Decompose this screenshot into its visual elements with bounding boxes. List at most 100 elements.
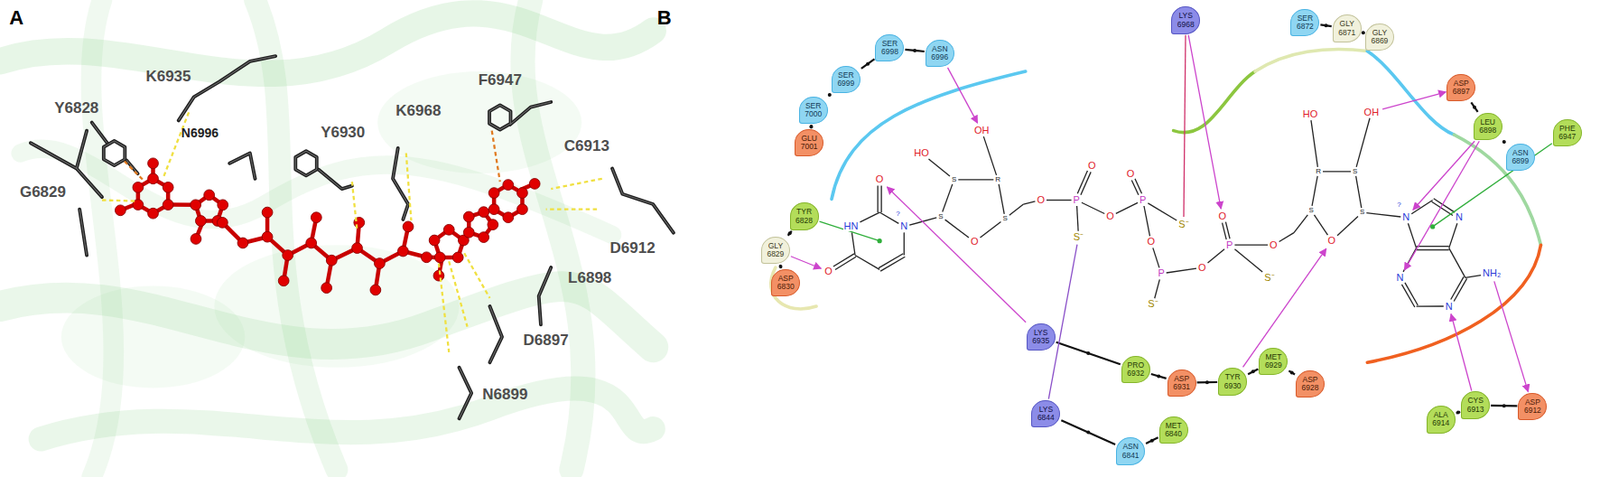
ligand-bond-2d <box>1154 279 1161 298</box>
ligand-bond-2d <box>1366 213 1401 217</box>
ligand-atom <box>402 221 414 233</box>
backbone-dot <box>1290 370 1294 374</box>
ligand-bond-2d <box>1407 223 1416 248</box>
interaction-dash <box>102 200 135 202</box>
atom-label: O <box>1105 211 1116 222</box>
atom-label: S⁻ <box>1146 298 1159 309</box>
stick-highlight <box>76 130 87 169</box>
residue-label: K6935 <box>145 68 191 84</box>
residue-name: ASP 6931 <box>1172 374 1192 391</box>
interaction-dash <box>163 111 189 177</box>
residue-stick <box>539 267 552 325</box>
backbone-link <box>1503 140 1506 143</box>
interaction-line <box>1404 140 1480 270</box>
residue-name: PHE 6947 <box>1557 124 1578 141</box>
atom-label: N <box>1401 212 1411 223</box>
stick-highlight <box>229 153 255 179</box>
residue-bubble: ALA 6914 <box>1426 405 1456 433</box>
residue-label: N6996 <box>181 126 219 140</box>
residue-name: GLY 6871 <box>1337 19 1358 37</box>
residue-bubble: ASN 6899 <box>1506 143 1535 171</box>
ligand-atom <box>488 204 500 215</box>
backbone-link <box>1362 31 1365 35</box>
atom-label: S <box>1001 214 1008 223</box>
ligand-bond-2d <box>983 136 996 176</box>
residue-label: N6899 <box>482 386 528 402</box>
residue-name: ALA 6914 <box>1431 410 1452 428</box>
backbone-dot <box>788 231 792 235</box>
backbone-link <box>904 49 924 52</box>
stick-highlight <box>612 167 674 233</box>
interaction-line <box>1432 143 1553 227</box>
atom-label: O <box>1145 236 1156 247</box>
residue-name: LYS 6935 <box>1031 328 1052 345</box>
panel-a-art <box>0 0 1541 477</box>
backbone-link <box>809 124 813 129</box>
interaction-line <box>886 186 1026 323</box>
residue-name: SER 6999 <box>836 71 856 88</box>
residue-name: GLU 7001 <box>799 134 819 151</box>
ligand-atom <box>261 206 273 218</box>
backbone-dot <box>1086 430 1090 435</box>
atom-label: S⁻ <box>1177 219 1190 230</box>
atom-label: HN <box>843 221 860 232</box>
atom-label: O <box>1268 240 1279 251</box>
residue-label: Y6828 <box>54 100 99 116</box>
atom-label: ? <box>894 210 901 218</box>
residue-name: CYS 6913 <box>1465 396 1486 413</box>
ligand-bond-2d <box>1116 202 1138 214</box>
stick-highlight <box>392 148 409 220</box>
ligand-bond-2d <box>1166 268 1197 273</box>
interaction-line <box>819 221 881 242</box>
protein-ribbon <box>40 388 653 439</box>
residue-bubble: GLY 6829 <box>761 236 791 264</box>
residue-stick <box>178 55 276 121</box>
ligand-bond-2d <box>1081 202 1105 214</box>
residue-label: L6898 <box>567 269 612 286</box>
ligand-atom <box>278 275 289 287</box>
residue-bubble: LYS 6935 <box>1026 323 1056 351</box>
backbone-dot <box>1502 139 1507 144</box>
ligand-atom <box>502 179 514 191</box>
ligand-bond-2d <box>880 185 882 213</box>
backbone-link <box>1288 370 1295 374</box>
atom-label: N <box>899 221 909 232</box>
atom-label: O <box>1197 262 1208 273</box>
ligand-bond-2d <box>1356 118 1370 168</box>
residue-bubble: ASP 6897 <box>1446 74 1476 102</box>
residue-label: F6947 <box>478 72 522 88</box>
atom-label: O <box>1327 235 1338 246</box>
atom-label: S⁻ <box>1072 232 1085 242</box>
backbone-dot <box>1502 403 1507 408</box>
atom-label: O <box>1087 160 1098 171</box>
backbone-dot <box>1472 105 1477 110</box>
ligand-atom <box>502 212 514 224</box>
residue-bubble: SER 6998 <box>874 34 904 62</box>
residue-name: LYS 6844 <box>1035 405 1056 422</box>
ligand-atom <box>325 254 337 266</box>
ligand-bond-2d <box>1077 205 1080 232</box>
ligand-bond-2d <box>1077 170 1088 194</box>
backbone-dot <box>779 264 783 269</box>
atom-label: P <box>1072 195 1081 205</box>
ligand-bond-2d <box>1416 245 1450 247</box>
stick-highlight <box>103 140 125 166</box>
pocket-contour <box>1367 244 1541 363</box>
residue-stick <box>92 122 108 144</box>
ligand-atom <box>148 173 159 185</box>
interaction-dash <box>464 252 490 298</box>
residue-stick <box>489 306 503 363</box>
residue-label: D6912 <box>610 240 656 256</box>
ligand-atom <box>204 189 215 201</box>
backbone-link <box>1490 404 1517 408</box>
residue-bubble: GLY 6869 <box>1365 23 1395 51</box>
ligand-atom <box>370 284 382 296</box>
panel-letter: B <box>657 8 672 28</box>
ligand-atom <box>216 216 228 228</box>
ligand-atom <box>398 245 410 257</box>
ligand-atom <box>529 178 540 190</box>
stick-highlight <box>92 122 108 144</box>
residue-bubble: GLY 6871 <box>1332 14 1362 42</box>
ligand-atom <box>463 211 475 223</box>
